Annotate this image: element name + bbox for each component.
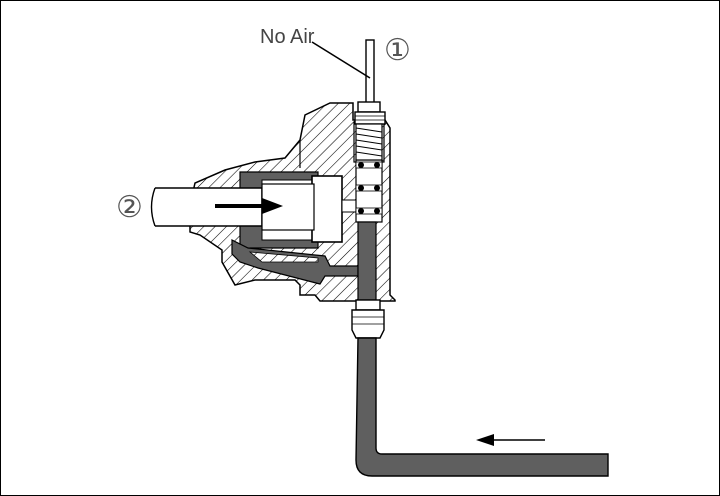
line-fitting — [351, 299, 385, 339]
flow-arrow-right — [215, 198, 283, 214]
no-air-label: No Air — [260, 26, 315, 48]
marker-1: ① — [384, 34, 411, 67]
no-air-leader — [311, 41, 371, 79]
seal-rings — [355, 161, 383, 215]
inflow-arrow — [476, 434, 545, 446]
brake-line — [355, 337, 609, 477]
bleeder-screw — [354, 39, 386, 161]
marker-2: ② — [116, 191, 143, 224]
passage-hatch-tip — [248, 251, 319, 263]
